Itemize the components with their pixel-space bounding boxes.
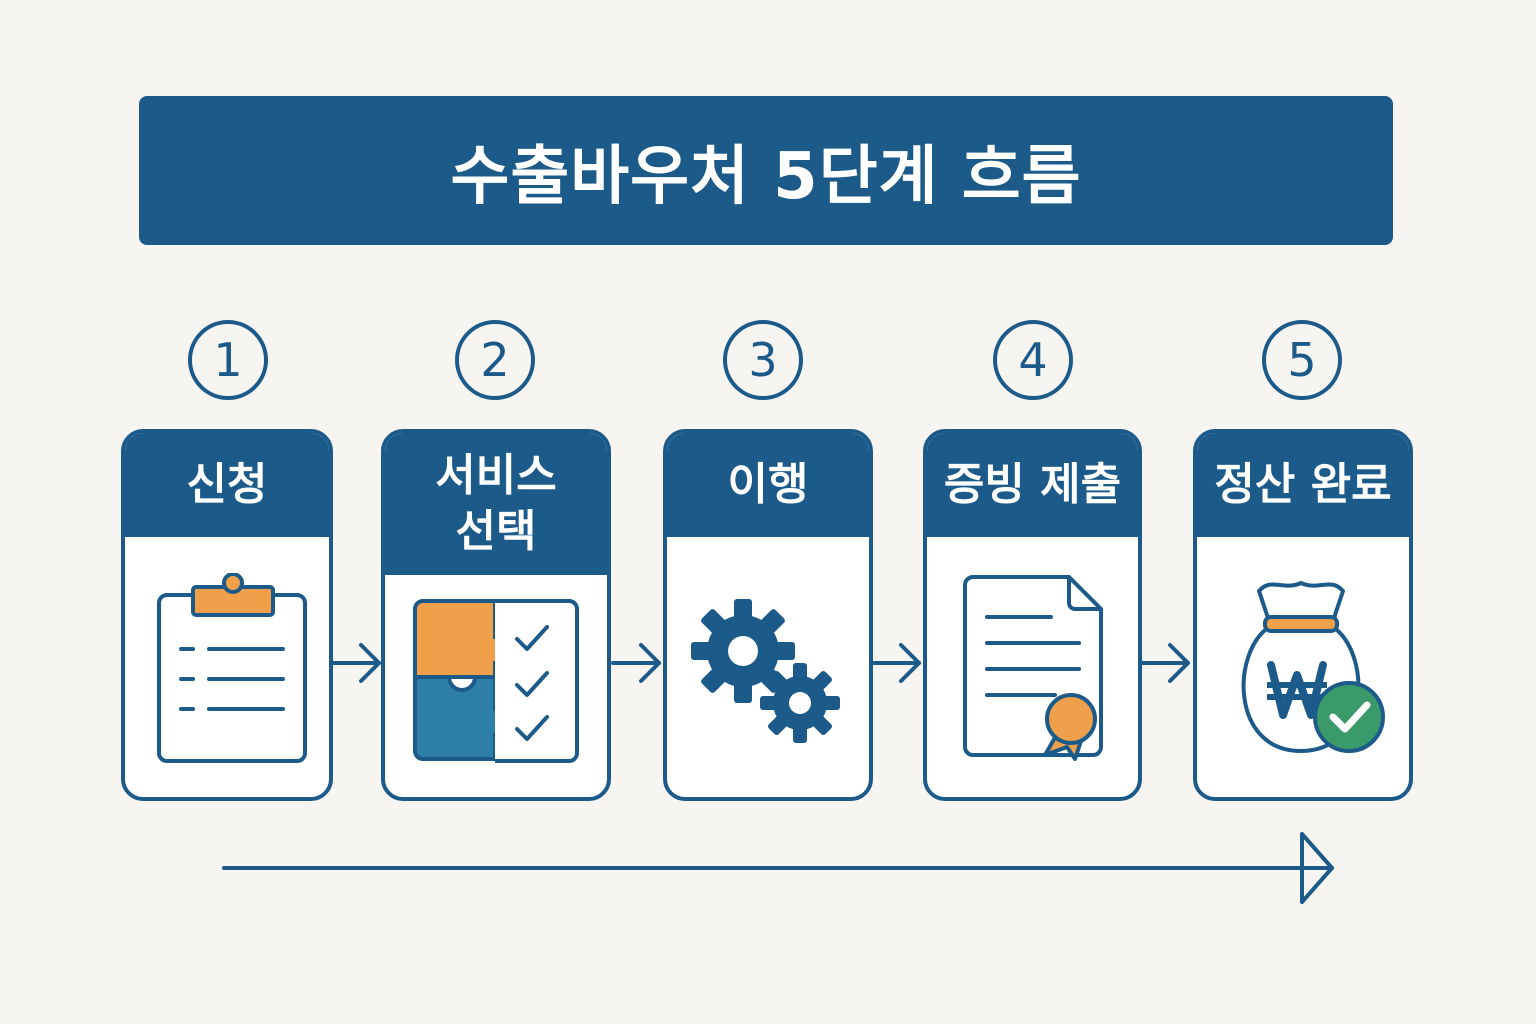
step-card-3: 이행 [663,429,873,801]
step-card-1: 신청 [121,429,333,801]
arrow-icon [611,643,661,683]
step-label-1: 신청 [125,433,329,537]
step-card-5: 정산 완료 [1193,429,1413,801]
arrow-icon [871,643,921,683]
puzzle-checklist-icon [413,599,579,763]
certificate-document-icon [962,575,1103,761]
step-number-4: 4 [993,320,1073,400]
step-card-2: 서비스 선택 [381,429,611,801]
step-card-4: 증빙 제출 [923,429,1142,801]
step-number-1: 1 [188,320,268,400]
step-number-2: 2 [455,320,535,400]
step-label-3: 이행 [667,433,869,537]
step-label-2: 서비스 선택 [385,433,607,575]
page-title: 수출바우처 5단계 흐름 [450,139,1082,214]
gears-icon [691,599,840,743]
title-banner: 수출바우처 5단계 흐름 [139,96,1393,245]
clipboard-icon [157,573,307,763]
step-label-4: 증빙 제출 [927,433,1138,537]
step-number-3: 3 [723,320,803,400]
progress-arrow [222,832,1334,904]
step-label-5: 정산 완료 [1197,433,1409,537]
step-number-5: 5 [1262,320,1342,400]
arrow-icon [1140,643,1190,683]
money-bag-check-icon [1241,581,1385,754]
arrow-icon [331,643,381,683]
